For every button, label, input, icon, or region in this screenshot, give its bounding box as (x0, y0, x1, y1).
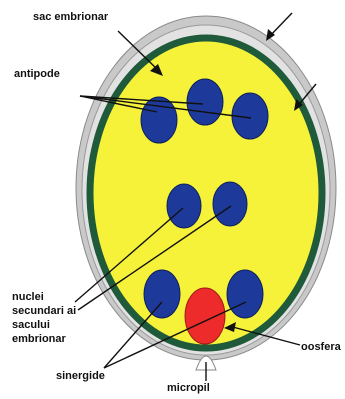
label-sac-embrionar: sac embrionar (33, 10, 108, 24)
antipode-nucleus-2 (187, 79, 223, 125)
label-nuclei-line1: nuclei (12, 290, 76, 304)
oosfera-cell (185, 288, 225, 344)
label-nuclei-line3: sacului (12, 318, 76, 332)
label-sinergide: sinergide (56, 369, 105, 383)
label-nuclei-line4: embrionar (12, 332, 76, 346)
label-oosfera: oosfera (301, 340, 341, 354)
label-micropil: micropil (167, 381, 210, 395)
label-nuclei-line2: secundari ai (12, 304, 76, 318)
label-antipode: antipode (14, 67, 60, 81)
polar-nucleus-1 (167, 184, 201, 228)
polar-nucleus-2 (213, 182, 247, 226)
synergid-nucleus-2 (227, 270, 263, 318)
synergid-nucleus-1 (144, 270, 180, 318)
label-nuclei-secundari: nuclei secundari ai sacului embrionar (12, 290, 76, 346)
